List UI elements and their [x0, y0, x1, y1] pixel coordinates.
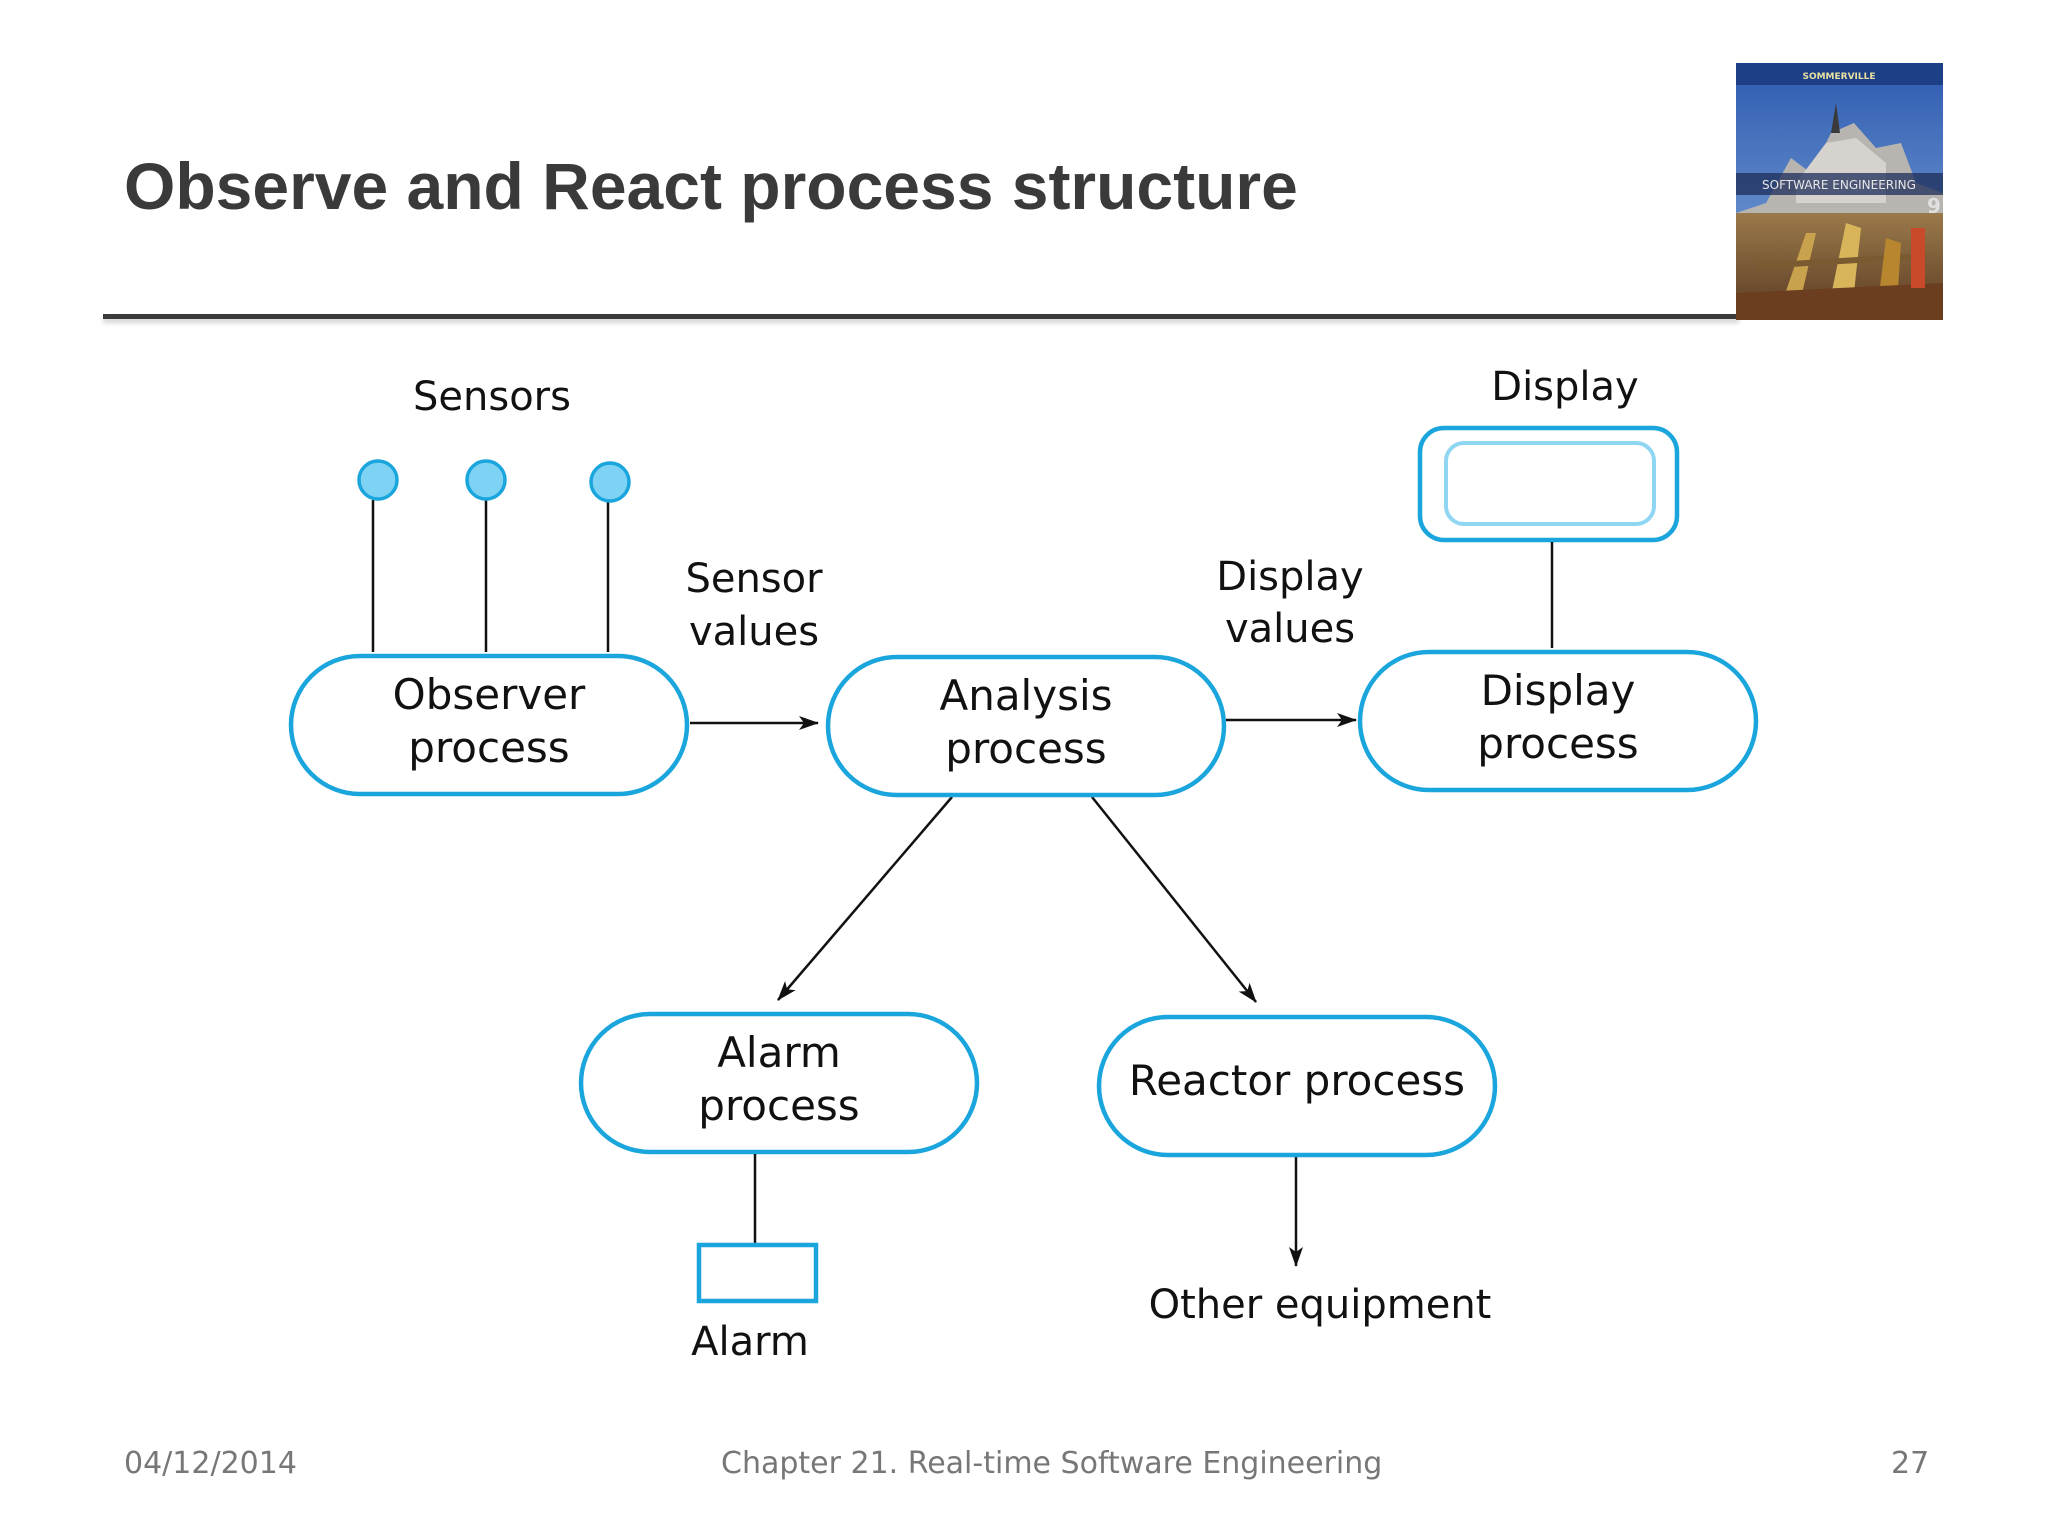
sensor-values-label: Sensor [685, 556, 823, 602]
title-underline [103, 314, 1739, 319]
sensors-label: Sensors [413, 374, 571, 420]
analysis-process-label: process [945, 724, 1106, 773]
observer-process-label: Observer [393, 670, 586, 719]
sensor-icon [465, 459, 507, 501]
display-process-label: process [1477, 719, 1638, 768]
footer-page-number: 27 [1891, 1446, 1930, 1481]
alarm-icon [696, 1242, 819, 1304]
book-cover-image: SOMMERVILLE SOFTWARE ENGINEERING 9 [1736, 63, 1943, 320]
display-device-label: Display [1491, 364, 1638, 410]
display-values-label: Display [1216, 554, 1363, 600]
sensor-group [357, 459, 631, 652]
cover-edition-text: 9 [1927, 194, 1941, 218]
display-process-node: Display process [1357, 649, 1759, 793]
observer-process-node: Observer process [288, 653, 690, 797]
cover-title-text: SOFTWARE ENGINEERING [1762, 178, 1916, 192]
other-equipment-label: Other equipment [1149, 1282, 1492, 1328]
cover-author-text: SOMMERVILLE [1802, 72, 1875, 82]
arrow-analysis-to-reactor [1091, 796, 1257, 1003]
alarm-process-label: Alarm [717, 1028, 841, 1077]
display-process-label: Display [1481, 666, 1636, 715]
book-cover-art: SOMMERVILLE SOFTWARE ENGINEERING 9 [1736, 63, 1943, 320]
sensor-icon [589, 461, 631, 503]
analysis-process-label: Analysis [939, 671, 1112, 720]
analysis-process-node: Analysis process [825, 654, 1227, 798]
footer-chapter: Chapter 21. Real-time Software Engineeri… [721, 1446, 1383, 1481]
footer-date: 04/12/2014 [124, 1446, 297, 1481]
display-device [1417, 425, 1680, 648]
reactor-process-node: Reactor process [1096, 1014, 1498, 1158]
display-values-label: values [1225, 606, 1355, 652]
observer-process-label: process [408, 723, 569, 772]
sensor-icon [357, 459, 399, 501]
sensor-values-label: values [689, 609, 819, 655]
reactor-process-label: Reactor process [1129, 1056, 1465, 1105]
arrow-analysis-to-alarm [777, 796, 953, 1001]
alarm-device [696, 1154, 819, 1304]
alarm-process-node: Alarm process [578, 1011, 980, 1155]
alarm-process-label: process [698, 1081, 859, 1130]
alarm-label: Alarm [691, 1319, 809, 1365]
slide-title: Observe and React process structure [124, 149, 1298, 223]
